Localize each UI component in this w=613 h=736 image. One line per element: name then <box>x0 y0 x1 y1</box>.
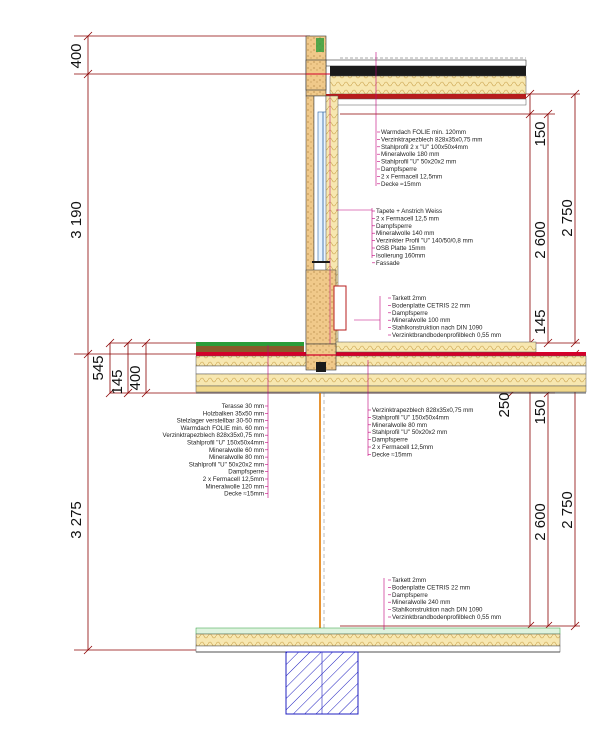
note-line: Bodenplatte CETRIS 22 mm <box>392 584 470 591</box>
note-line: Mineralwolle 80 mm <box>372 422 427 429</box>
ground-floor-slab <box>195 627 561 653</box>
dim-lower-2600: 2 600 <box>532 503 549 541</box>
note-line: Stahlprofil "U" 50x20x2 mm <box>189 461 264 468</box>
note-roof: Warmdach FOLIE min. 120mmVerzinktrapezbl… <box>377 129 482 188</box>
note-line: Warmdach FOLIE min. 60 mm <box>181 425 264 432</box>
note-line: Mineralwolle 240 mm <box>392 599 450 606</box>
lower-column <box>319 393 325 632</box>
note-line: Stahlprofil "U" 50x20x2 mm <box>381 159 456 166</box>
note-line: Stelzlager verstellbar 30-50 mm <box>177 418 264 425</box>
note-line: OSB Platte 15mm <box>376 245 426 252</box>
note-line: Dampfsperre <box>392 592 428 599</box>
note-line: Mineralwolle 120 mm <box>206 483 264 490</box>
dim-upper-2750: 2 750 <box>559 199 576 237</box>
note-line: Stahlkonstruktion nach DIN 1090 <box>392 607 483 614</box>
note-line: Mineralwolle 100 mm <box>392 317 450 324</box>
note-line: Verzinktrapezblech 828x35x0,75 mm <box>372 407 473 414</box>
note-line: Bodenplatte CETRIS 22 mm <box>392 302 470 309</box>
note-line: Stahlprofil "U" 50x20x2 mm <box>372 429 447 436</box>
dim-floor-145: 145 <box>532 309 549 334</box>
note-line: Verzinktrapezblech 828x35x0,75 mm <box>381 136 482 143</box>
note-line: Decke ≈15mm <box>381 181 421 188</box>
note-line: Warmdach FOLIE min. 120mm <box>381 129 466 136</box>
note-line: Stahlprofil "U" 150x50x4mm <box>187 440 264 447</box>
leader-lines <box>267 52 385 630</box>
dim-lower-storey: 3 275 <box>68 501 85 539</box>
note-line: 2 x Fermacell 12,5mm <box>203 476 264 483</box>
note-line: Decke ≈15mm <box>372 451 412 458</box>
note-line: Isolierung 160mm <box>376 252 425 259</box>
note-line: 2 x Fermacell 12,5mm <box>381 173 442 180</box>
dim-floor-a: 145 <box>109 369 126 394</box>
dim-floor-b: 400 <box>127 365 144 390</box>
note-line: Mineralwolle 180 mm <box>381 151 439 158</box>
dim-floor-250: 250 <box>496 392 513 417</box>
note-line: Dampfsperre <box>381 166 417 173</box>
note-line: Stahlprofil 2 x "U" 100x50x4mm <box>381 144 468 151</box>
upper-wall <box>305 95 347 345</box>
note-line: Dampfsperre <box>228 469 264 476</box>
dim-lower-150: 150 <box>532 399 549 424</box>
note-line: Fassade <box>376 260 400 267</box>
note-line: Holzbalken 35x50 mm <box>203 410 264 417</box>
note-line: Terasse 30 mm <box>222 403 264 410</box>
note-line: Tarkett 2mm <box>392 577 426 584</box>
note-line: Tarkett 2mm <box>392 295 426 302</box>
note-line: Verzinktbrandbodenprofilblech 0,55 mm <box>392 614 501 621</box>
note-line: Verzinktbrandbodenprofilblech 0,55 mm <box>392 332 501 339</box>
dim-lower-2750: 2 750 <box>559 491 576 529</box>
note-line: Verzinktrapezblech 828x35x0,75 mm <box>163 432 264 439</box>
note-line: Tapete + Anstrich Weiss <box>376 208 442 215</box>
dim-upper-storey: 3 190 <box>68 201 85 239</box>
note-line: Dampfsperre <box>376 223 412 230</box>
note-line: Dampfsperre <box>372 437 408 444</box>
foundation <box>285 651 359 715</box>
note-line: Mineralwolle 140 mm <box>376 230 434 237</box>
floor-terrace-slab <box>195 341 587 394</box>
note-line: Dampfsperre <box>392 310 428 317</box>
dim-floor-total: 545 <box>90 355 107 380</box>
note-ceiling: Verzinktrapezblech 828x35x0,75 mmStahlpr… <box>368 407 473 458</box>
dim-top-parapet: 400 <box>68 43 85 68</box>
dim-roof-150: 150 <box>532 121 549 146</box>
note-line: Stahlkonstruktion nach DIN 1090 <box>392 325 483 332</box>
note-line: 2 x Fermacell 12,5 mm <box>376 215 439 222</box>
note-line: Mineralwolle 80 mm <box>209 454 264 461</box>
dim-upper-2600: 2 600 <box>532 221 549 259</box>
note-line: Verzinkter Profil "U" 140/50/0,8 mm <box>376 238 473 245</box>
note-line: Stahlprofil "U" 150x50x4mm <box>372 414 449 421</box>
roof-build-up <box>305 35 527 106</box>
note-line: Mineralwolle 60 mm <box>209 447 264 454</box>
note-line: Decke ≈15mm <box>224 491 264 498</box>
note-line: 2 x Fermacell 12,5mm <box>372 444 433 451</box>
